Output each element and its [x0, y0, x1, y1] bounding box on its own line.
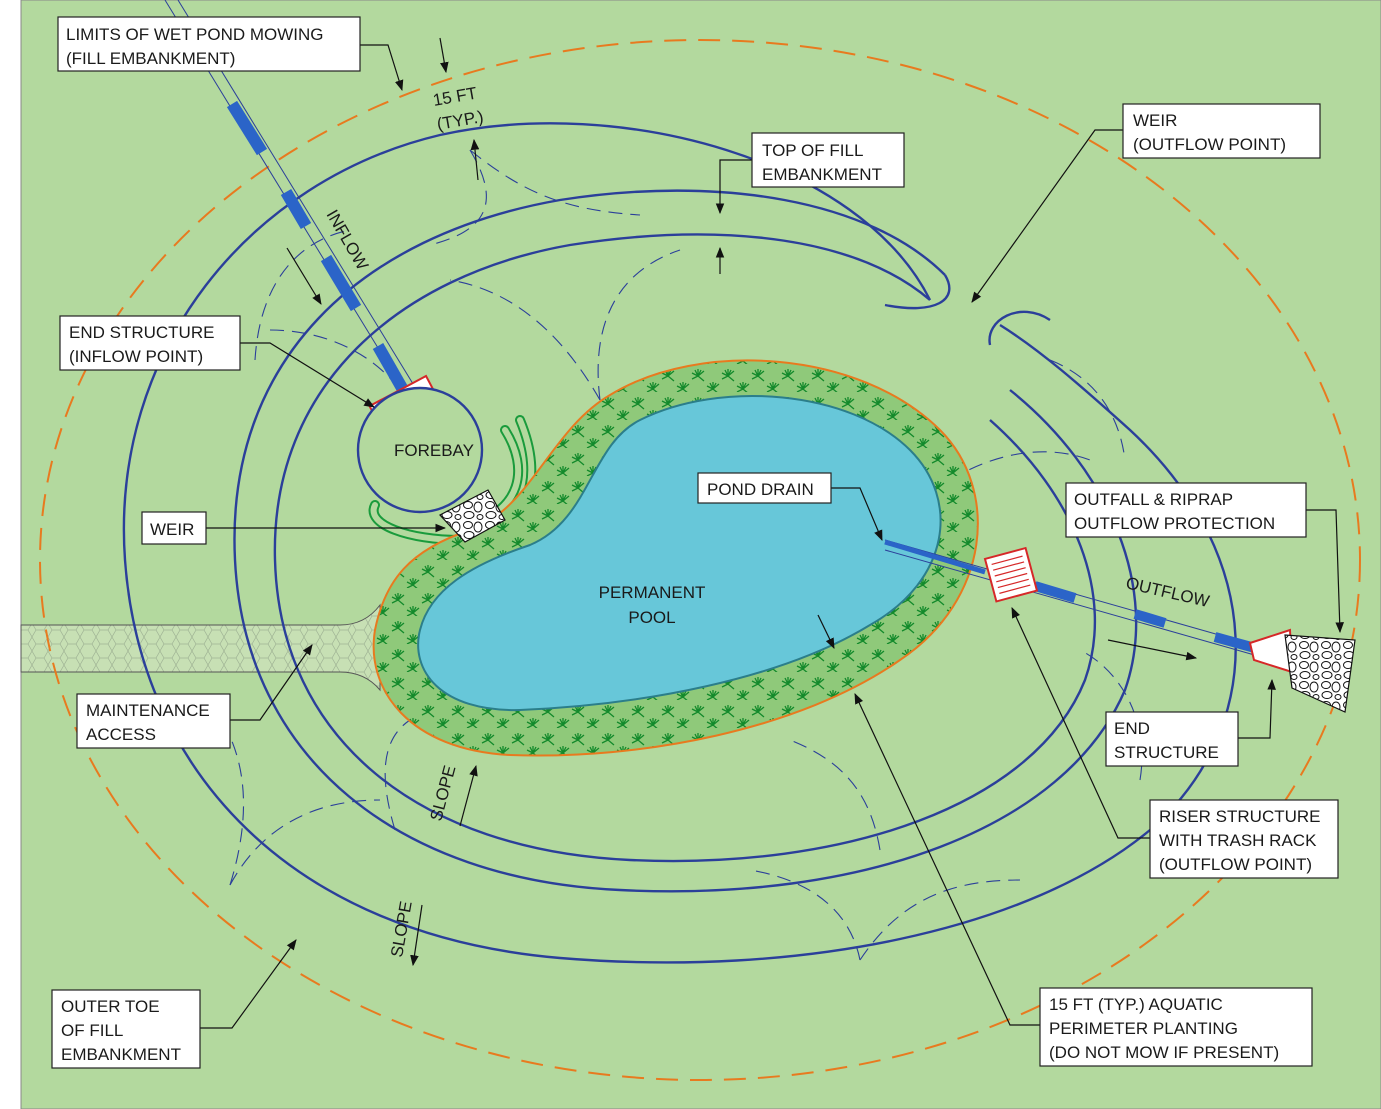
callout-top-fill: TOP OF FILL EMBANKMENT [751, 132, 905, 188]
svg-text:END: END [1114, 719, 1150, 738]
svg-text:WEIR: WEIR [150, 520, 194, 539]
callout-riser: RISER STRUCTURE WITH TRASH RACK (OUTFLOW… [1149, 799, 1339, 879]
svg-text:STRUCTURE: STRUCTURE [1114, 743, 1219, 762]
svg-text:(FILL EMBANKMENT): (FILL EMBANKMENT) [66, 49, 235, 68]
callout-pond-drain: POND DRAIN [697, 472, 832, 504]
top-of-fill-inner [273, 233, 1097, 863]
callout-outfall: OUTFALL & RIPRAP OUTFLOW PROTECTION [1065, 482, 1307, 538]
callout-weir-outflow: WEIR (OUTFLOW POINT) [1122, 103, 1321, 159]
svg-text:(OUTFLOW POINT): (OUTFLOW POINT) [1159, 855, 1312, 874]
forebay-basin [356, 386, 484, 514]
callout-limits-mowing: LIMITS OF WET POND MOWING (FILL EMBANKME… [57, 16, 361, 72]
svg-text:END STRUCTURE: END STRUCTURE [69, 323, 214, 342]
svg-text:TOP OF FILL: TOP OF FILL [762, 141, 863, 160]
svg-text:EMBANKMENT: EMBANKMENT [762, 165, 882, 184]
svg-text:PERIMETER PLANTING: PERIMETER PLANTING [1049, 1019, 1238, 1038]
svg-text:OUTFALL & RIPRAP: OUTFALL & RIPRAP [1074, 490, 1233, 509]
maintenance-access-path [20, 603, 381, 692]
svg-text:ACCESS: ACCESS [86, 725, 156, 744]
callout-end-structure-inflow: END STRUCTURE (INFLOW POINT) [59, 315, 241, 371]
direction-arrows [286, 37, 1198, 967]
svg-text:OF FILL: OF FILL [61, 1021, 123, 1040]
svg-text:WEIR: WEIR [1133, 111, 1177, 130]
weir-notch-left [884, 274, 951, 310]
riser-structure [983, 546, 1039, 603]
callout-weir: WEIR [141, 511, 207, 545]
forebay-label: FOREBAY [394, 441, 474, 460]
svg-text:RISER STRUCTURE: RISER STRUCTURE [1159, 807, 1321, 826]
svg-text:LIMITS OF WET POND MOWING: LIMITS OF WET POND MOWING [66, 25, 324, 44]
svg-text:MAINTENANCE: MAINTENANCE [86, 701, 210, 720]
svg-text:POND DRAIN: POND DRAIN [707, 480, 814, 499]
svg-text:OUTFLOW PROTECTION: OUTFLOW PROTECTION [1074, 514, 1275, 533]
leader-lines [200, 44, 1344, 1029]
svg-text:(INFLOW POINT): (INFLOW POINT) [69, 347, 203, 366]
callout-aquatic-planting: 15 FT (TYP.) AQUATIC PERIMETER PLANTING … [1039, 987, 1313, 1067]
outfall-riprap [1284, 634, 1356, 713]
svg-text:OUTER TOE: OUTER TOE [61, 997, 160, 1016]
top-of-fill-outer [233, 189, 1138, 893]
outflow-pipe [884, 539, 1266, 659]
svg-text:WITH TRASH RACK: WITH TRASH RACK [1159, 831, 1317, 850]
svg-text:15 FT (TYP.) AQUATIC: 15 FT (TYP.) AQUATIC [1049, 995, 1223, 1014]
permanent-pool-label-2: POOL [628, 608, 675, 627]
outer-toe-line [122, 122, 1237, 964]
svg-text:(OUTFLOW POINT): (OUTFLOW POINT) [1133, 135, 1286, 154]
svg-text:EMBANKMENT: EMBANKMENT [61, 1045, 181, 1064]
mowing-limit-line [39, 39, 1361, 1081]
forebay-weir-riprap [439, 489, 506, 543]
page-border [20, 0, 1381, 1109]
permanent-pool-label-1: PERMANENT [599, 583, 706, 602]
callout-maintenance: MAINTENANCE ACCESS [76, 693, 231, 749]
callout-end-structure: END STRUCTURE [1105, 711, 1239, 767]
callout-outer-toe: OUTER TOE OF FILL EMBANKMENT [51, 989, 201, 1069]
svg-text:(DO NOT MOW IF PRESENT): (DO NOT MOW IF PRESENT) [1049, 1043, 1279, 1062]
weir-notch-right [988, 310, 1051, 346]
